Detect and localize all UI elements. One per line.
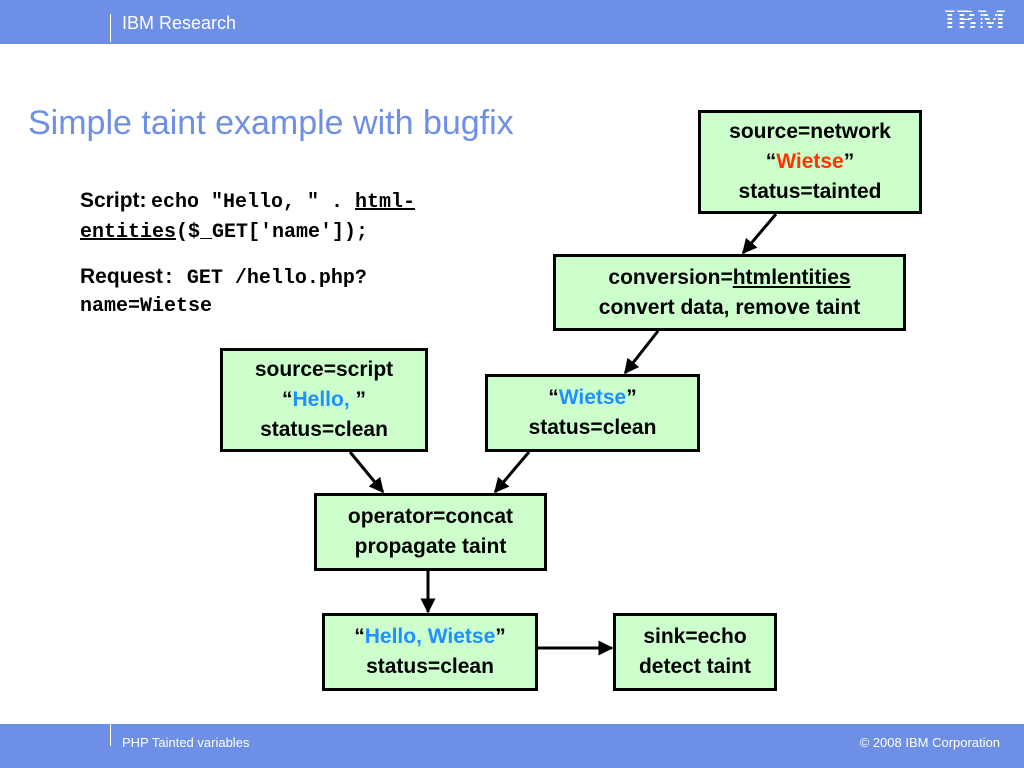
ibm-logo-text: IBM [944, 6, 1016, 36]
footer-copyright: © 2008 IBM Corporation [859, 735, 1000, 750]
node-sink-line2: detect taint [638, 655, 751, 678]
node-source-script: source=script “Hello, ” status=clean [220, 348, 428, 452]
header-brand: IBM Research [122, 13, 237, 33]
node-source-script-value-line: “Hello, ” [281, 388, 366, 411]
node-wietse-clean-value-line: “Wietse” [548, 386, 637, 409]
request-label: Request [80, 265, 163, 288]
clean-value-result: Hello, Wietse [364, 625, 496, 648]
script-code-fn2: entities [80, 221, 177, 244]
node-sink: sink=echo detect taint [613, 613, 777, 691]
clean-value-hello: Hello, [292, 388, 356, 411]
script-code-line2: ($_GET['name']); [176, 221, 369, 244]
script-code-line1: echo "Hello, " . [150, 191, 356, 214]
header-bar: IBM Research IBM [0, 0, 1024, 44]
arrow-script-to-operator [348, 451, 385, 494]
request-line1: : GET /hello.php? [162, 267, 367, 290]
node-source-network-status: status=tainted [738, 180, 882, 203]
node-result-value-line: “Hello, Wietse” [354, 625, 506, 648]
node-source-network-value-line: “Wietse” [765, 150, 855, 173]
node-conversion-line1: conversion=htmlentities [608, 265, 851, 289]
node-operator: operator=concat propagate taint [314, 493, 547, 571]
request-line2: name=Wietse [80, 295, 213, 318]
script-code-fn1: html- [355, 191, 416, 214]
node-operator-line2: propagate taint [354, 535, 507, 558]
node-wietse-clean: “Wietse” status=clean [485, 374, 700, 452]
clean-value-wietse: Wietse [558, 386, 627, 409]
arrow-conversion-to-wietse [623, 330, 660, 375]
footer-separator [110, 724, 111, 746]
node-source-network-line1: source=network [729, 120, 891, 143]
node-operator-line1: operator=concat [347, 505, 514, 528]
footer-title: PHP Tainted variables [122, 735, 250, 750]
script-block: Script: echo "Hello, " . html- entities(… [80, 186, 540, 248]
footer-bar: PHP Tainted variables © 2008 IBM Corpora… [0, 724, 1024, 768]
node-wietse-clean-status: status=clean [528, 416, 657, 439]
node-conversion-line2: convert data, remove taint [598, 295, 861, 319]
header-separator [110, 14, 111, 42]
script-label: Script: [80, 189, 147, 212]
node-sink-line1: sink=echo [643, 625, 747, 648]
slide-title: Simple taint example with bugfix [28, 104, 514, 142]
node-result-status: status=clean [366, 655, 494, 678]
node-result: “Hello, Wietse” status=clean [322, 613, 538, 691]
tainted-value: Wietse [776, 150, 844, 173]
node-source-script-line1: source=script [254, 358, 394, 381]
conversion-function: htmlentities [732, 265, 851, 289]
arrow-wietse-to-operator [493, 451, 531, 494]
request-block: Request: GET /hello.php? name=Wietse [80, 262, 540, 320]
node-source-network: source=network “Wietse” status=tainted [698, 110, 922, 214]
ibm-logo: IBM [944, 6, 1016, 36]
node-source-script-status: status=clean [260, 418, 388, 441]
arrow-network-to-conversion [741, 213, 778, 255]
node-conversion: conversion=htmlentities convert data, re… [553, 254, 906, 331]
